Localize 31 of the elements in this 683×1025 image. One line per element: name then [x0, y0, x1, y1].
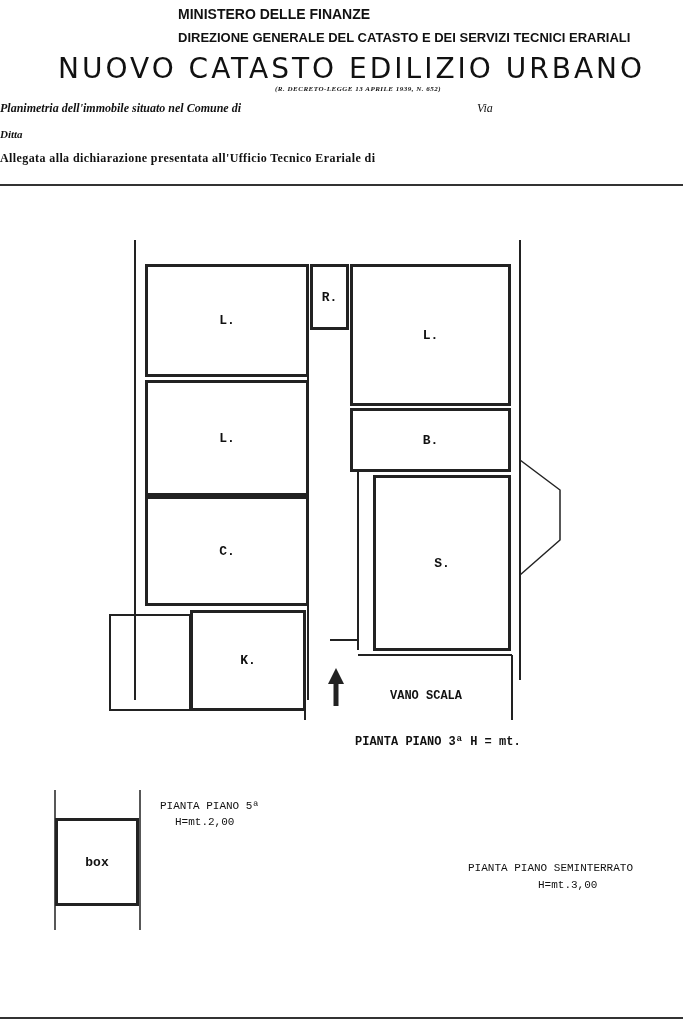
- room-label: R.: [321, 289, 338, 305]
- room-outline: [145, 264, 309, 377]
- room-outline: [350, 264, 511, 406]
- room-label: L.: [219, 430, 235, 446]
- label-text: VANO SCALA: [390, 690, 462, 704]
- label-text: PIANTA PIANO 5ª: [160, 800, 260, 813]
- label-text: Allegata alla dichiarazione presentata all'Ufficio Tecnico Erariale di: [0, 152, 376, 166]
- room-outline: [190, 610, 306, 711]
- label-text: Via: [477, 102, 493, 116]
- label-text: H=mt.2,00: [175, 816, 235, 829]
- room-outline: [310, 264, 349, 330]
- label-text: PIANTA PIANO SEMINTERRATO: [468, 862, 634, 875]
- label-text: H=mt.3,00: [538, 879, 598, 892]
- room-outline: [350, 408, 511, 472]
- room-outline: [145, 496, 309, 606]
- room-outline: [373, 475, 511, 651]
- room-label: S.: [434, 555, 450, 571]
- room-label: L.: [219, 313, 235, 328]
- room-label: K.: [240, 653, 256, 668]
- room-outline: [145, 380, 309, 496]
- label-text: MINISTERO DELLE FINANZE: [178, 7, 371, 23]
- room-label: L.: [422, 327, 439, 343]
- title: NUOVO CATASTO EDILIZIO URBANO: [58, 54, 646, 85]
- label-text: PIANTA PIANO 3ª H = mt.: [355, 736, 521, 750]
- label-text: DIREZIONE GENERALE DEL CATASTO E DEI SERVIZI TECNICI ERARIALI: [178, 31, 631, 46]
- room-label: C.: [219, 543, 235, 559]
- room-label: B.: [422, 432, 439, 448]
- room-outline: [55, 818, 139, 906]
- room-label: box: [85, 854, 109, 870]
- label-text: Ditta: [0, 128, 23, 141]
- label-text: Planimetria dell'immobile situato nel Comune di: [0, 102, 242, 116]
